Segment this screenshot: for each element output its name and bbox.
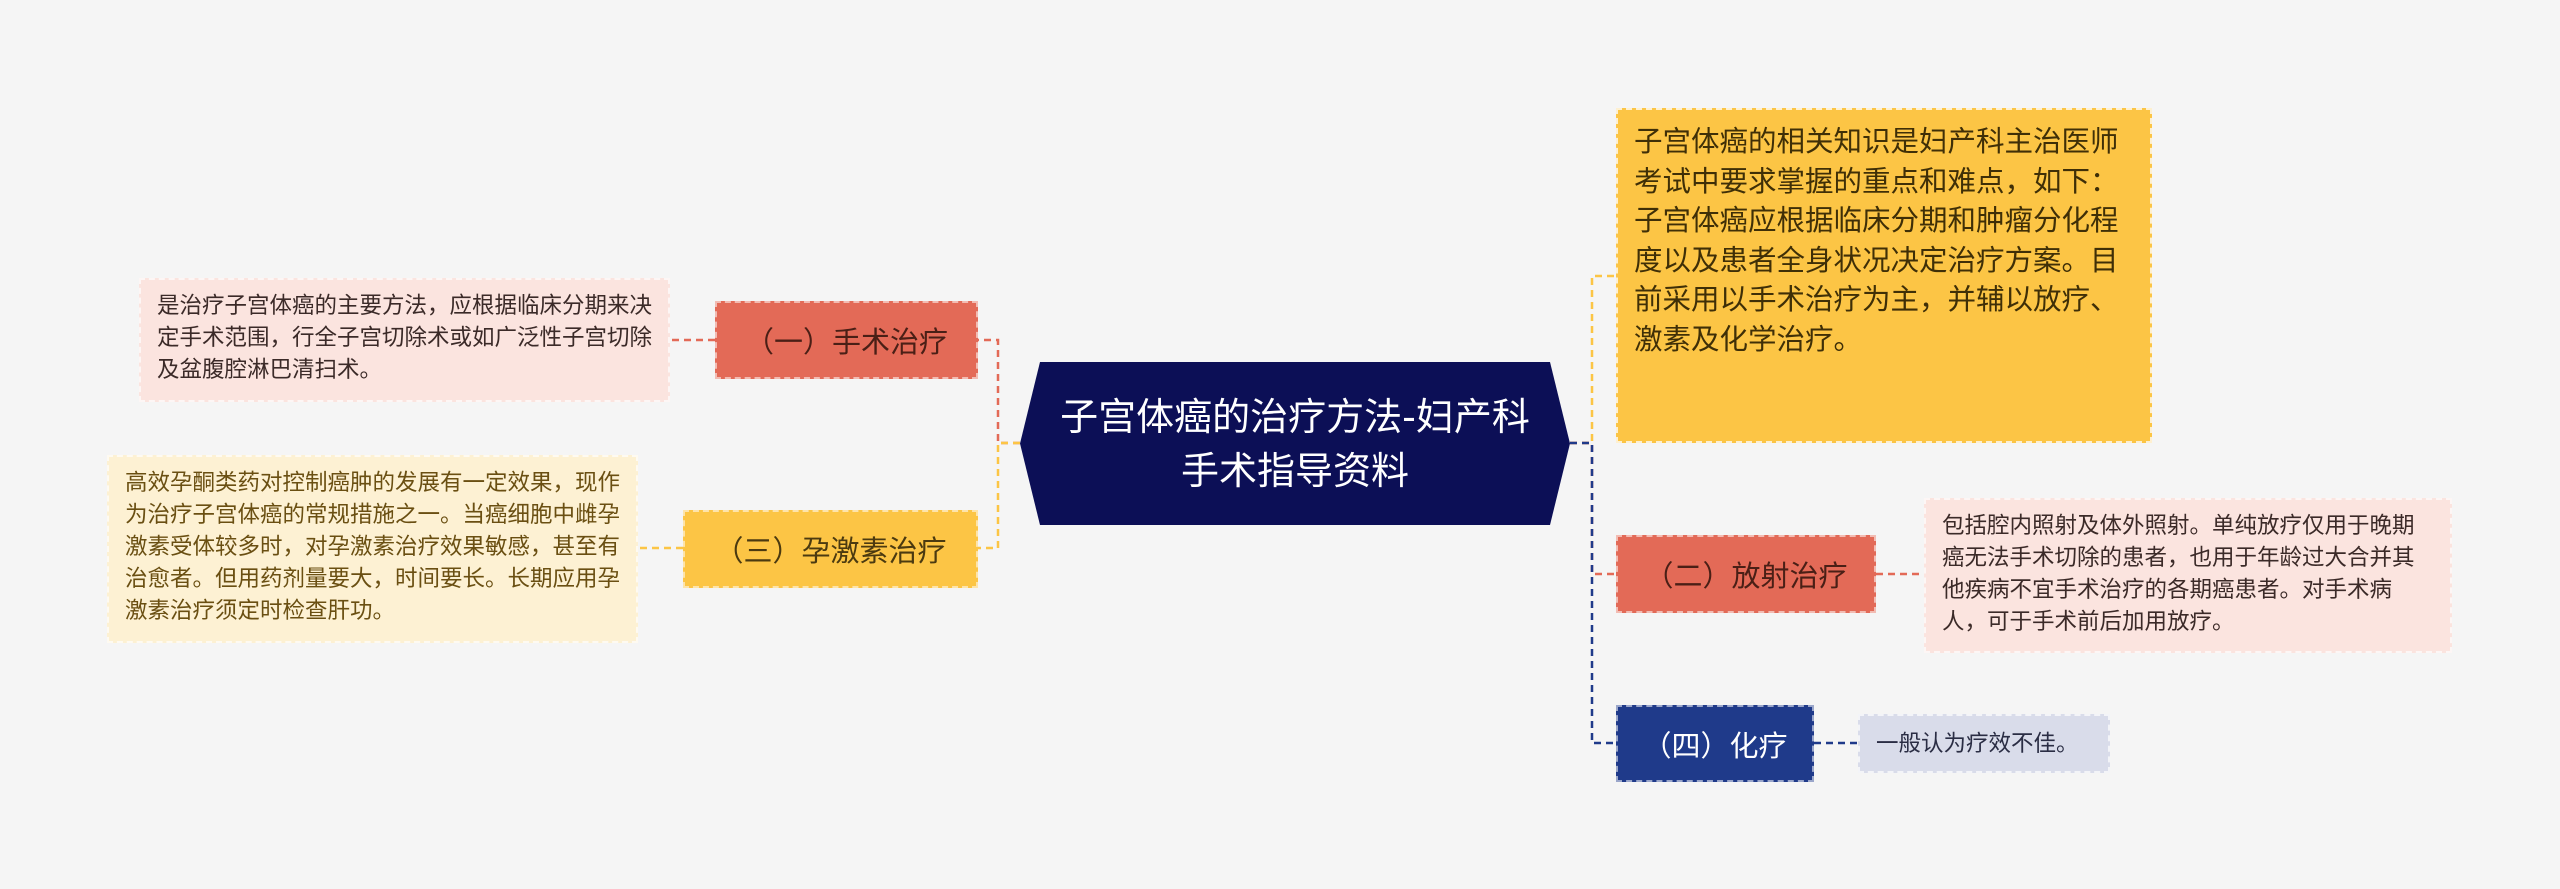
branch-hormone-detail-text: 高效孕酮类药对控制癌肿的发展有一定效果，现作为治疗子宫体癌的常规措施之一。当癌细… <box>125 470 621 624</box>
central-topic-text: 子宫体癌的治疗方法-妇产科手术指导资料 <box>1060 394 1530 493</box>
branch-hormone-detail[interactable]: 高效孕酮类药对控制癌肿的发展有一定效果，现作为治疗子宫体癌的常规措施之一。当癌细… <box>107 455 638 643</box>
branch-surgery-label: （一）手术治疗 <box>744 325 948 359</box>
intro-note-text: 子宫体癌的相关知识是妇产科主治医师考试中要求掌握的重点和难点，如下：子宫体癌应根… <box>1634 125 2119 356</box>
connector-root-branch4 <box>1570 441 1616 745</box>
branch-chemo-detail-text: 一般认为疗效不佳。 <box>1876 730 2079 757</box>
intro-note[interactable]: 子宫体癌的相关知识是妇产科主治医师考试中要求掌握的重点和难点，如下：子宫体癌应根… <box>1616 108 2152 443</box>
branch-radiation-label: （二）放射治疗 <box>1644 559 1848 593</box>
branch-hormone[interactable]: （三）孕激素治疗 <box>683 510 978 588</box>
central-topic[interactable]: 子宫体癌的治疗方法-妇产科手术指导资料 <box>1020 362 1570 525</box>
connector-root-branch1 <box>978 338 1020 445</box>
branch-radiation-detail[interactable]: 包括腔内照射及体外照射。单纯放疗仅用于晚期癌无法手术切除的患者，也用于年龄过大合… <box>1924 498 2452 653</box>
branch-chemo[interactable]: （四）化疗 <box>1616 705 1814 782</box>
connector-root-branch3 <box>978 441 1020 550</box>
branch-hormone-label: （三）孕激素治疗 <box>714 534 947 568</box>
branch-surgery-detail-text: 是治疗子宫体癌的主要方法，应根据临床分期来决定手术范围，行全子宫切除术或如广泛性… <box>157 293 653 383</box>
branch-surgery[interactable]: （一）手术治疗 <box>715 301 978 379</box>
branch-radiation-detail-text: 包括腔内照射及体外照射。单纯放疗仅用于晚期癌无法手术切除的患者，也用于年龄过大合… <box>1942 513 2415 635</box>
branch-radiation[interactable]: （二）放射治疗 <box>1616 535 1876 613</box>
connector-root-intro <box>1570 274 1616 445</box>
branch-surgery-detail[interactable]: 是治疗子宫体癌的主要方法，应根据临床分期来决定手术范围，行全子宫切除术或如广泛性… <box>139 278 670 402</box>
branch-chemo-label: （四）化疗 <box>1642 728 1788 763</box>
branch-chemo-detail[interactable]: 一般认为疗效不佳。 <box>1858 714 2110 773</box>
